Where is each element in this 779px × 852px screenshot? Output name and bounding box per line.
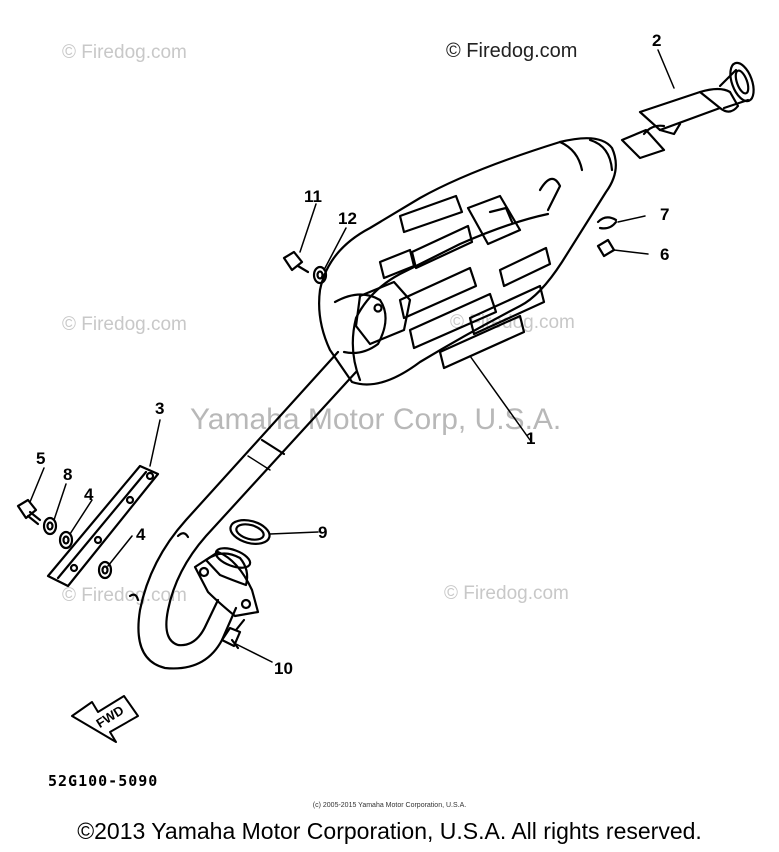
bolt-10 [220, 618, 246, 650]
washer-12 [312, 265, 328, 285]
callout-7: 7 [660, 205, 670, 224]
callout-1: 1 [526, 429, 536, 448]
callout-12: 12 [338, 209, 357, 228]
callout-10: 10 [274, 659, 293, 678]
callout-2: 2 [652, 31, 662, 50]
exhaust-flange [193, 547, 260, 618]
leader-lines [29, 49, 675, 663]
watermark-top-right: © Firedog.com [446, 40, 578, 62]
bolt-6 [596, 238, 616, 258]
copyright-notice: ©2013 Yamaha Motor Corporation, U.S.A. A… [77, 818, 702, 844]
callout-3: 3 [155, 399, 165, 418]
callout-8: 8 [63, 465, 73, 484]
center-watermark: Yamaha Motor Corp, U.S.A. [190, 403, 562, 436]
washer-4b [97, 560, 113, 580]
washer-7 [596, 216, 618, 230]
callout-6: 6 [660, 245, 670, 264]
callout-5: 5 [36, 449, 46, 468]
part-code: 52G100-5090 [48, 772, 159, 790]
bracket-plate [46, 464, 160, 588]
bolt-11 [282, 250, 310, 274]
watermark: © Firedog.com [444, 583, 569, 604]
callout-11: 11 [304, 187, 322, 206]
watermark: © Firedog.com [62, 314, 187, 335]
bolt-5 [16, 498, 42, 526]
exhaust-pipe [128, 350, 358, 670]
callout-4b: 4 [136, 525, 146, 544]
callout-9: 9 [318, 523, 328, 542]
fwd-label: FWD [93, 703, 126, 731]
small-copyright: (c) 2005-2015 Yamaha Motor Corporation, … [312, 802, 467, 809]
watermark: © Firedog.com [62, 585, 187, 606]
fwd-arrow: FWD [71, 695, 139, 743]
washer-4a [58, 530, 74, 550]
tail-pipe [620, 61, 755, 160]
callout-4a: 4 [84, 485, 94, 504]
gasket-9 [229, 519, 271, 545]
silencer-body [318, 137, 617, 386]
watermark: © Firedog.com [62, 42, 187, 63]
washer-8 [42, 516, 58, 536]
